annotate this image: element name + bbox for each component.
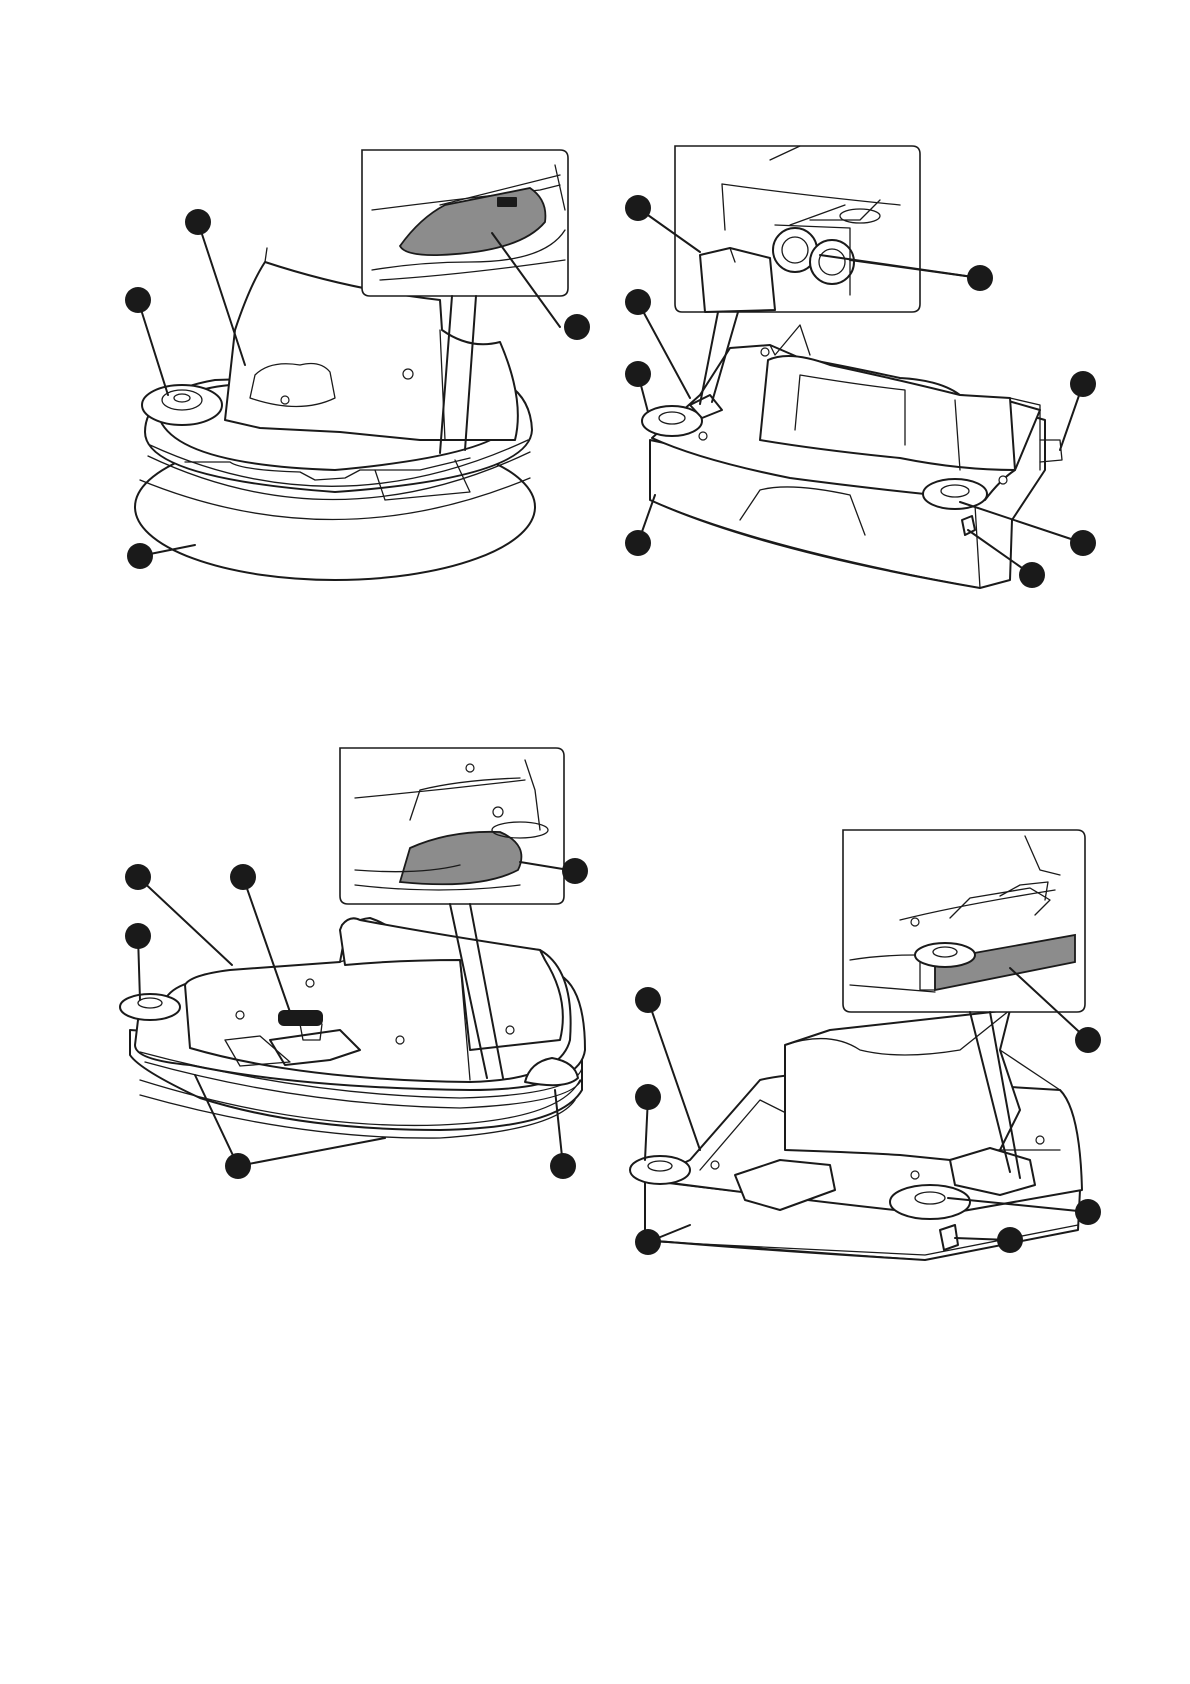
- handle-hood: [785, 1010, 1020, 1160]
- callout-marker: [1019, 562, 1045, 588]
- callout-marker: [635, 1229, 661, 1255]
- wheel-cap: [142, 385, 222, 425]
- figure-bottom-right: [630, 830, 1101, 1260]
- callout-marker: [1070, 371, 1096, 397]
- callout-marker: [564, 314, 590, 340]
- callout-marker: [125, 864, 151, 890]
- wheel-cap: [630, 1156, 690, 1184]
- inset-detail-bottom-left: [340, 748, 564, 904]
- wheel-cap: [890, 1185, 970, 1219]
- callout-marker: [125, 923, 151, 949]
- inset-detail-top-right: [675, 146, 920, 312]
- callout-marker: [562, 858, 588, 884]
- callout-marker: [625, 289, 651, 315]
- callout-marker: [625, 361, 651, 387]
- callout-marker: [185, 209, 211, 235]
- callout-marker: [1075, 1199, 1101, 1225]
- callout-marker: [550, 1153, 576, 1179]
- callout-marker: [1075, 1027, 1101, 1053]
- callout-marker: [1070, 530, 1096, 556]
- callout-marker: [625, 530, 651, 556]
- callout-marker: [635, 1084, 661, 1110]
- figure-top-right: [625, 146, 1096, 588]
- callout-marker: [967, 265, 993, 291]
- callout-marker: [625, 195, 651, 221]
- figure-top-left: [125, 150, 590, 580]
- inset-detail-bottom-right: [843, 830, 1085, 1012]
- callout-marker: [225, 1153, 251, 1179]
- callout-marker: [125, 287, 151, 313]
- wheel-cap: [923, 479, 987, 509]
- callout-marker: [997, 1227, 1023, 1253]
- callout-marker: [230, 864, 256, 890]
- wheel-cap: [642, 406, 702, 436]
- callout-marker: [635, 987, 661, 1013]
- figure-bottom-left: [120, 748, 588, 1179]
- inset-detail-top-left: [362, 150, 568, 296]
- callout-marker: [127, 543, 153, 569]
